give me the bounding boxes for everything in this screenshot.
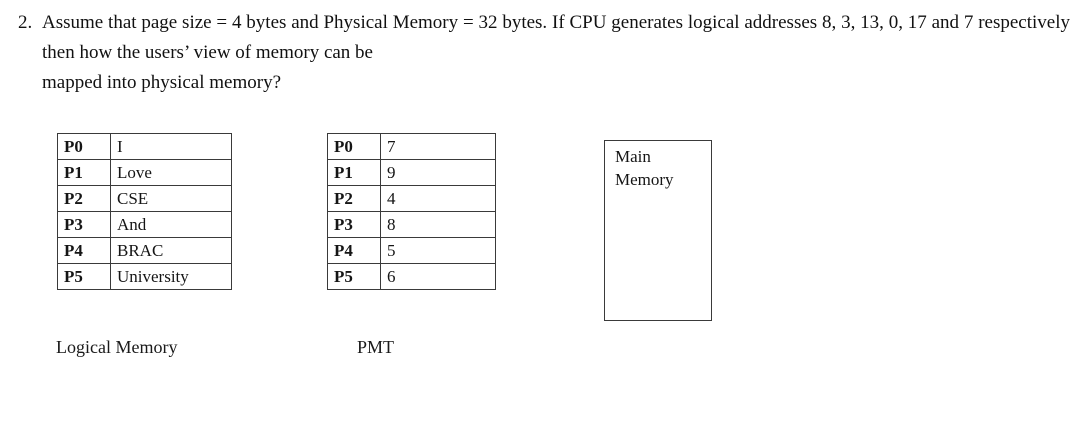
table-row: P2 CSE bbox=[57, 185, 232, 212]
pmt-caption: PMT bbox=[357, 337, 395, 357]
table-row: P2 4 bbox=[327, 185, 496, 212]
question-text: Assume that page size = 4 bytes and Phys… bbox=[42, 4, 1070, 98]
table-row: P3 And bbox=[57, 211, 232, 238]
table-row: P5 6 bbox=[327, 263, 496, 290]
question-text-line-1: Assume that page size = 4 bytes and Phys… bbox=[42, 12, 1070, 63]
table-row: P5 University bbox=[57, 263, 232, 290]
logical-memory-page-label: P0 bbox=[57, 133, 111, 160]
pmt-page-label: P5 bbox=[327, 263, 381, 290]
pmt-table: P0 7 P1 9 P2 4 P3 8 P4 5 P5 6 bbox=[327, 133, 496, 290]
logical-memory-page-content: I bbox=[110, 133, 232, 160]
logical-memory-page-content: BRAC bbox=[110, 237, 232, 264]
pmt-page-label: P1 bbox=[327, 159, 381, 186]
table-row: P0 I bbox=[57, 133, 232, 160]
question-text-line-2: mapped into physical memory? bbox=[42, 72, 282, 93]
logical-memory-page-content: University bbox=[110, 263, 232, 290]
logical-memory-page-label: P4 bbox=[57, 237, 111, 264]
logical-memory-page-label: P5 bbox=[57, 263, 111, 290]
table-row: P3 8 bbox=[327, 211, 496, 238]
table-row: P0 7 bbox=[327, 133, 496, 160]
pmt-page-label: P2 bbox=[327, 185, 381, 212]
pmt-frame-number: 5 bbox=[380, 237, 496, 264]
logical-memory-page-content: CSE bbox=[110, 185, 232, 212]
logical-memory-table: P0 I P1 Love P2 CSE P3 And P4 BRAC P5 Un… bbox=[57, 133, 232, 290]
logical-memory-page-label: P3 bbox=[57, 211, 111, 238]
pmt-frame-number: 8 bbox=[380, 211, 496, 238]
logical-memory-page-label: P1 bbox=[57, 159, 111, 186]
main-memory-label-line-2: Memory bbox=[615, 170, 674, 189]
logical-memory-page-label: P2 bbox=[57, 185, 111, 212]
question-block: 2. Assume that page size = 4 bytes and P… bbox=[14, 4, 1072, 98]
pmt-frame-number: 6 bbox=[380, 263, 496, 290]
table-row: P4 5 bbox=[327, 237, 496, 264]
logical-memory-page-content: And bbox=[110, 211, 232, 238]
logical-memory-caption: Logical Memory bbox=[56, 337, 178, 357]
question-number: 2. bbox=[18, 12, 33, 33]
pmt-frame-number: 4 bbox=[380, 185, 496, 212]
pmt-page-label: P3 bbox=[327, 211, 381, 238]
main-memory-box: Main Memory bbox=[604, 140, 712, 321]
main-memory-label-line-1: Main bbox=[615, 147, 651, 166]
main-memory-label: Main Memory bbox=[615, 145, 674, 191]
logical-memory-page-content: Love bbox=[110, 159, 232, 186]
pmt-page-label: P4 bbox=[327, 237, 381, 264]
pmt-page-label: P0 bbox=[327, 133, 381, 160]
table-row: P1 Love bbox=[57, 159, 232, 186]
table-row: P1 9 bbox=[327, 159, 496, 186]
table-row: P4 BRAC bbox=[57, 237, 232, 264]
pmt-frame-number: 7 bbox=[380, 133, 496, 160]
pmt-frame-number: 9 bbox=[380, 159, 496, 186]
